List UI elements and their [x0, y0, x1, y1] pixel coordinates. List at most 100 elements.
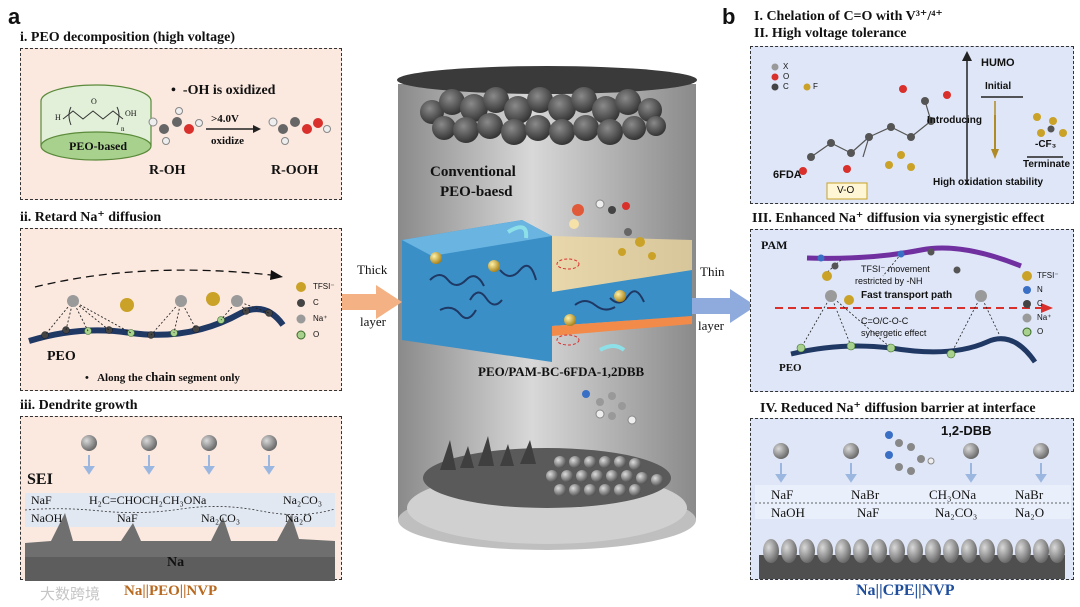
thick-label-1: Thick [357, 262, 388, 277]
legend-c-b: C [1037, 299, 1043, 308]
voltage-label: >4.0V [211, 113, 239, 125]
humo-label: HUMO [981, 57, 1015, 69]
thin-layer-arrow [692, 289, 756, 323]
vo-label: V-O [837, 185, 855, 196]
bottom-dendrite-spikes [440, 436, 536, 470]
legend-tfsi-b: TFSI⁻ [1037, 271, 1059, 280]
na-metal-array [759, 539, 1065, 579]
polymer-chains [429, 264, 645, 320]
panel-letter-a: a [8, 4, 21, 29]
thin-label-1: Thin [700, 264, 725, 279]
sei-row2-d: Na₂O [285, 511, 312, 525]
small-molecules [569, 199, 656, 425]
legend-c-b1: C [783, 82, 789, 91]
sei-label: SEI [27, 471, 53, 488]
peo-based-label: PEO-based [69, 139, 128, 153]
sei-row2-a: NaOH [31, 511, 63, 525]
section-title-high-voltage: II. High voltage tolerance [754, 26, 907, 41]
struct-oh: OH [125, 109, 137, 118]
tfsi-movement-2: restricted by -NH [855, 276, 923, 286]
legend-x: X [783, 62, 789, 71]
legend-o-b1: O [783, 72, 790, 81]
bottom-na-balls [546, 456, 663, 496]
interface-row1-c: CH₃ONa [929, 487, 977, 502]
oxidation-bullet: • -OH is oxidized [171, 83, 276, 98]
section-title-enhanced-diffusion: III. Enhanced Na⁺ diffusion via synergis… [752, 211, 1045, 226]
dendrite-illustration [24, 435, 336, 581]
interface-row1-d: NaBr [1015, 487, 1044, 502]
r-ooh-formula: R-OOH [271, 163, 319, 178]
reduced-barrier-box: 1,2-DBB NaF NaBr CH₃ONa NaBr NaOH NaF Na… [750, 418, 1074, 580]
legend-tfsi: TFSI⁻ [313, 282, 335, 291]
fast-path-label: Fast transport path [861, 290, 953, 301]
legend-o: O [313, 330, 320, 339]
dendrite-growth-box: SEI NaF H₂C=CHOCH₂CH₃ONa Na₂CO₃ NaOH NaF… [20, 416, 342, 581]
peo-baesd-label: PEO-baesd [440, 184, 513, 200]
sei-row2-b: NaF [117, 511, 138, 525]
retard-diffusion-box: TFSI⁻ C Na⁺ O PEO • Along the chain segm… [20, 228, 342, 391]
interface-row1-b: NaBr [851, 487, 880, 502]
interface-row2-a: NaOH [771, 505, 805, 520]
chain-note-chain: chain [145, 369, 176, 384]
cf3-label: -CF₃ [1035, 139, 1057, 150]
section-title-reduced-barrier: IV. Reduced Na⁺ diffusion barrier at int… [760, 401, 1036, 416]
interface-row2-b: NaF [857, 505, 880, 520]
section-title-chelation: I. Chelation of C=O with V³⁺/⁴⁺ [754, 9, 943, 24]
oxidize-label: oxidize [211, 135, 244, 147]
sei-row2-c: Na₂CO₃ [201, 511, 241, 525]
sei-row1-a: NaF [31, 493, 52, 507]
introducing-label: Introducing [927, 115, 982, 126]
pam-label: PAM [761, 238, 788, 252]
tfsi-movement-1: TFSI⁻ movement [861, 264, 930, 274]
na-metal-label: Na [167, 555, 185, 570]
section-title-peo-decomposition: i. PEO decomposition (high voltage) [20, 30, 236, 45]
peo-cell-label: Na||PEO||NVP [124, 583, 218, 599]
legend-o-b: O [1037, 327, 1044, 336]
section-title-retard-diffusion: ii. Retard Na⁺ diffusion [20, 210, 162, 225]
oxidation-bullet-text: -OH is oxidized [182, 83, 276, 98]
struct-n: n [121, 125, 125, 133]
synergistic-diffusion-illustration [775, 245, 1053, 364]
struct-h: H [55, 113, 61, 122]
sei-row1-b: H₂C=CHOCH₂CH₃ONa [89, 493, 207, 507]
legend-n-b: N [1037, 285, 1043, 294]
legend-na: Na⁺ [313, 314, 328, 323]
peo-decomposition-box: H OH O n PEO-based • -OH is oxidized >4.… [20, 48, 342, 200]
carbon-cathode-blobs [420, 87, 666, 145]
thick-layer-arrow [342, 285, 402, 319]
interface-row1-a: NaF [771, 487, 794, 502]
chain-note-prefix: Along the [97, 372, 146, 384]
retard-diffusion-illustration [28, 269, 306, 344]
membrane-label: PEO/PAM-BC-6FDA-1,2DBB [478, 364, 645, 379]
dbb-molecule [885, 431, 935, 475]
initial-label: Initial [985, 81, 1012, 92]
legend-na-b: Na⁺ [1037, 313, 1052, 322]
chain-note-suffix: segment only [175, 372, 240, 384]
r-oh-formula: R-OH [149, 163, 186, 178]
interface-row2-c: Na₂CO₃ [935, 505, 978, 520]
6fda-molecule-illustration [771, 51, 1067, 200]
watermark: 大数跨境 [40, 585, 101, 603]
interface-row2-d: Na₂O [1015, 505, 1045, 520]
peo-label: PEO [47, 349, 76, 364]
thick-label-2: layer [360, 314, 386, 329]
peo-decomposition-illustration [40, 84, 331, 161]
legend-f: F [813, 82, 818, 91]
section-title-dendrite-growth: iii. Dendrite growth [20, 398, 138, 413]
cpe-cell-label: Na||CPE||NVP [856, 582, 955, 599]
enhanced-diffusion-box: PAM TFSI⁻ movement restricted by -NH Fas… [750, 229, 1074, 392]
terminate-label: Terminate [1023, 159, 1071, 170]
legend-c: C [313, 298, 319, 307]
sei-row1-c: Na₂CO₃ [283, 493, 323, 507]
synergy-label-2: synergetic effect [861, 328, 927, 338]
interface-illustration [755, 431, 1071, 579]
chain-segment-note: • Along the chain segment only [85, 369, 240, 384]
synergy-label-1: C=O/C-O-C [861, 316, 909, 326]
high-voltage-box: X O C F 6FDA V-O HUMO Initial Introducin… [750, 46, 1074, 204]
peo-label-b: PEO [779, 362, 802, 374]
dbb-label: 1,2-DBB [941, 423, 992, 438]
thin-label-2: layer [698, 318, 724, 333]
struct-o: O [91, 97, 97, 106]
panel-letter-b: b [722, 4, 736, 29]
